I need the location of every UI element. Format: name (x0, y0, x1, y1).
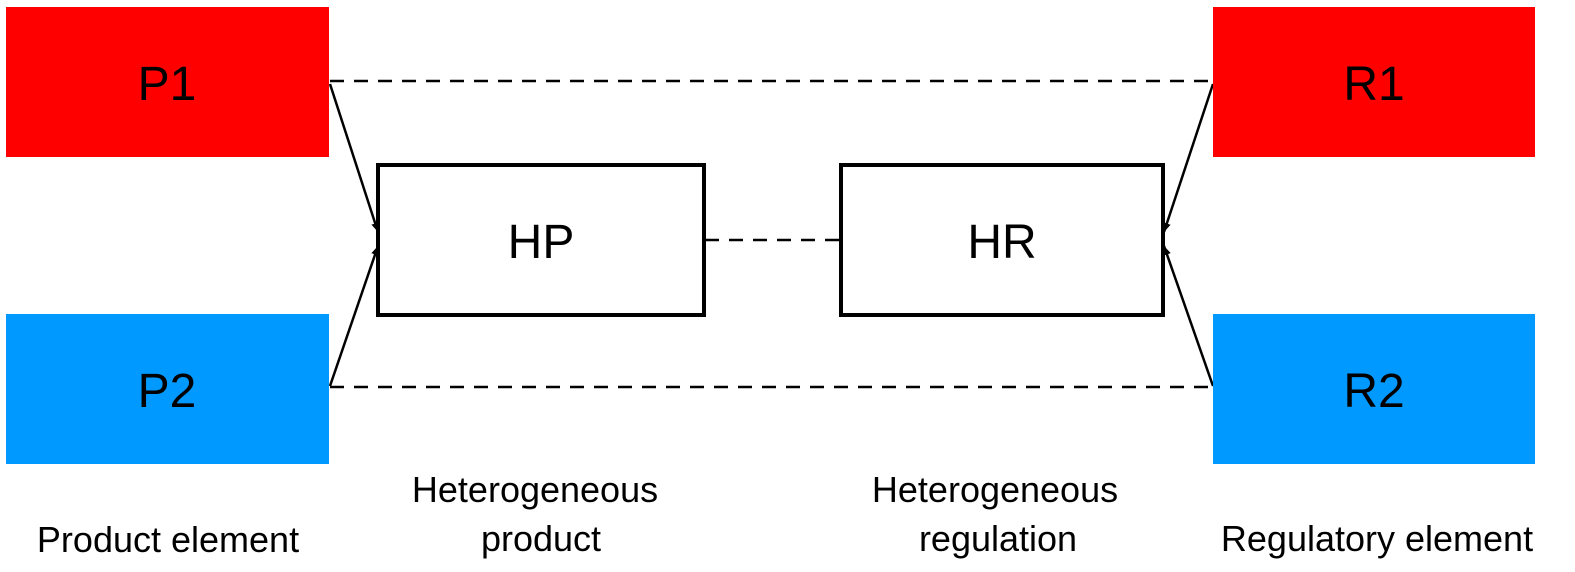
r1-box (1213, 7, 1535, 157)
caption-product-element: Product element (37, 519, 299, 560)
caption-heterogeneous-regulation-line2: regulation (919, 518, 1077, 559)
regulatory-element-r1: R1 (1213, 7, 1535, 157)
r1-label: R1 (1343, 58, 1404, 111)
hr-box (839, 163, 1165, 317)
caption-heterogeneous-product-line1: Heterogeneous (412, 469, 658, 510)
caption-regulatory-element: Regulatory element (1221, 518, 1533, 559)
p1-label: P1 (138, 58, 197, 111)
r2-box (1213, 314, 1535, 464)
caption-heterogeneous-product-line2: product (481, 518, 601, 559)
arrow-p1-to-hp (328, 83, 380, 233)
heterogeneous-regulation-hr: HR (839, 163, 1165, 317)
hp-label: HP (508, 216, 575, 269)
hp-box (376, 163, 706, 317)
p1-box (6, 7, 329, 157)
arrow-r1-to-hr (1162, 83, 1215, 233)
p2-box (6, 314, 329, 464)
product-element-p1: P1 (6, 7, 329, 157)
arrow-r2-to-hr (1162, 245, 1215, 387)
heterogeneous-product-hp: HP (376, 163, 706, 317)
arrow-p2-to-hp (328, 245, 380, 387)
p2-label: P2 (138, 365, 197, 418)
hr-label: HR (967, 216, 1036, 269)
regulatory-element-r2: R2 (1213, 314, 1535, 464)
r2-label: R2 (1343, 365, 1404, 418)
product-element-p2: P2 (6, 314, 329, 464)
caption-heterogeneous-regulation-line1: Heterogeneous (872, 469, 1118, 510)
